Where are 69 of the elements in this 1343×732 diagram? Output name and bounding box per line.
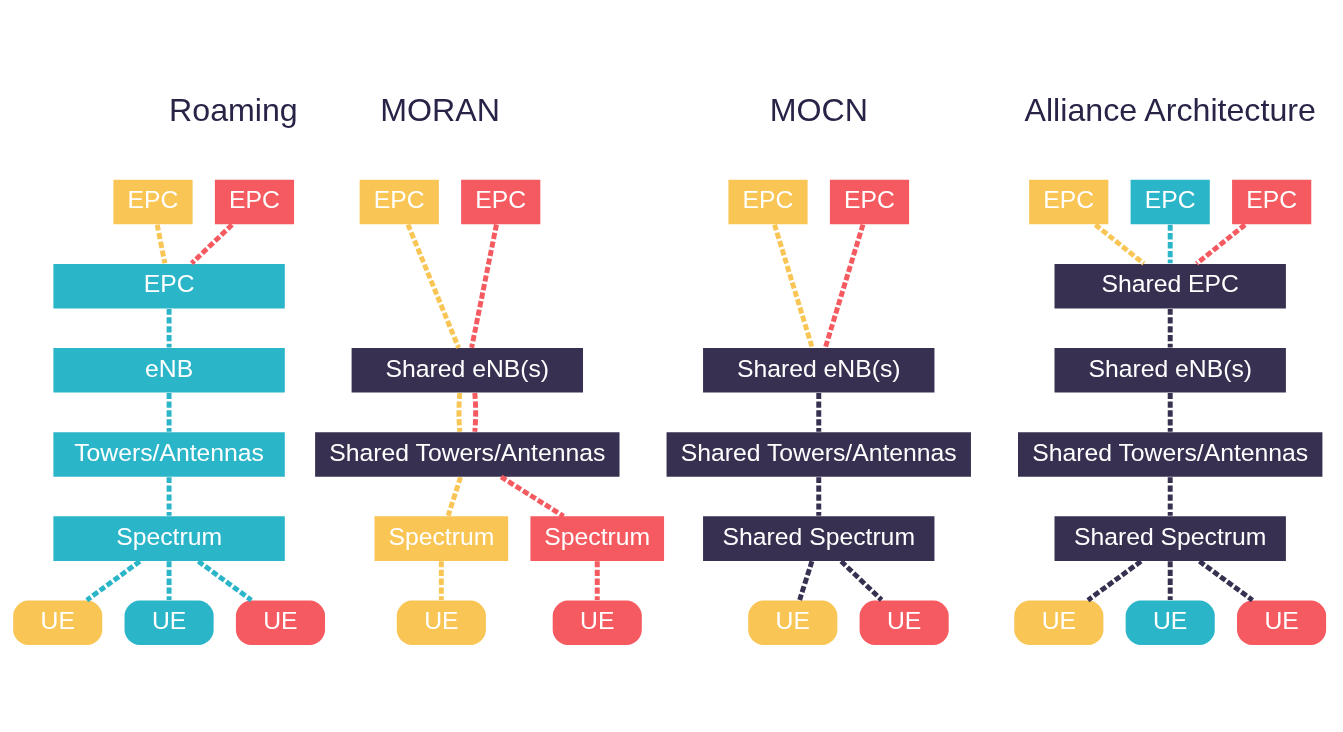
- label: Alliance Architecture: [1024, 92, 1316, 129]
- node-box: EPC: [1130, 179, 1210, 225]
- connector: [189, 222, 234, 266]
- connector: [1167, 477, 1173, 516]
- node-box: EPC: [1232, 179, 1312, 225]
- node-box: EPC: [728, 179, 808, 225]
- node-box: UE: [859, 600, 949, 646]
- node-box: Shared EPC: [1054, 263, 1286, 309]
- node-box: Shared Spectrum: [703, 516, 935, 561]
- node-box: EPC: [829, 179, 910, 225]
- connector: [469, 224, 499, 349]
- connector: [1167, 561, 1173, 600]
- node-box: EPC: [359, 179, 439, 225]
- connector: [499, 474, 565, 519]
- connector: [472, 392, 479, 432]
- connector: [196, 559, 253, 603]
- node-box: EPC: [113, 179, 193, 225]
- connector: [154, 224, 168, 264]
- node-box: Shared eNB(s): [1054, 348, 1286, 393]
- connector: [772, 223, 815, 349]
- node-box: UE: [1237, 600, 1327, 646]
- node-box: Spectrum: [53, 516, 285, 561]
- connector: [166, 308, 172, 348]
- connector: [1167, 224, 1173, 264]
- node-box: EPC: [53, 263, 285, 309]
- connector: [405, 223, 461, 349]
- node-box: Towers/Antennas: [53, 432, 285, 477]
- connector: [166, 561, 172, 600]
- node-box: EPC: [214, 179, 295, 225]
- node-box: EPC: [461, 179, 541, 225]
- connector: [1167, 393, 1173, 432]
- node-box: Shared Towers/Antennas: [315, 432, 620, 477]
- node-box: UE: [1125, 600, 1215, 646]
- node-box: UE: [235, 600, 325, 646]
- connector: [797, 560, 815, 601]
- label: Roaming: [169, 92, 298, 129]
- connector: [166, 477, 172, 516]
- node-box: EPC: [1029, 179, 1109, 225]
- node-box: Shared eNB(s): [351, 348, 583, 393]
- node-box: UE: [124, 600, 214, 646]
- node-box: Spectrum: [530, 516, 665, 561]
- connector: [1086, 559, 1143, 603]
- node-box: Spectrum: [374, 516, 509, 561]
- connector: [1167, 308, 1173, 348]
- connector: [438, 561, 444, 600]
- node-box: UE: [748, 600, 838, 646]
- node-box: UE: [13, 600, 103, 646]
- label: MOCN: [769, 92, 868, 129]
- connector: [594, 561, 600, 600]
- node-box: UE: [1014, 600, 1104, 646]
- connector: [816, 477, 822, 516]
- connector: [839, 559, 884, 602]
- connector: [456, 392, 463, 432]
- connector: [85, 559, 142, 603]
- node-box: Shared eNB(s): [703, 348, 935, 393]
- connector: [1198, 559, 1254, 603]
- connector: [166, 393, 172, 432]
- node-box: Shared Towers/Antennas: [1018, 432, 1323, 477]
- node-box: Shared Towers/Antennas: [666, 432, 971, 477]
- node-box: Shared Spectrum: [1054, 516, 1286, 561]
- connector: [822, 223, 866, 349]
- connector: [445, 476, 463, 517]
- node-box: UE: [396, 600, 486, 646]
- node-box: eNB: [53, 348, 285, 393]
- connector: [1093, 222, 1146, 266]
- node-box: UE: [552, 600, 642, 646]
- label: MORAN: [380, 92, 500, 129]
- connector: [816, 393, 822, 432]
- connector: [1195, 222, 1247, 266]
